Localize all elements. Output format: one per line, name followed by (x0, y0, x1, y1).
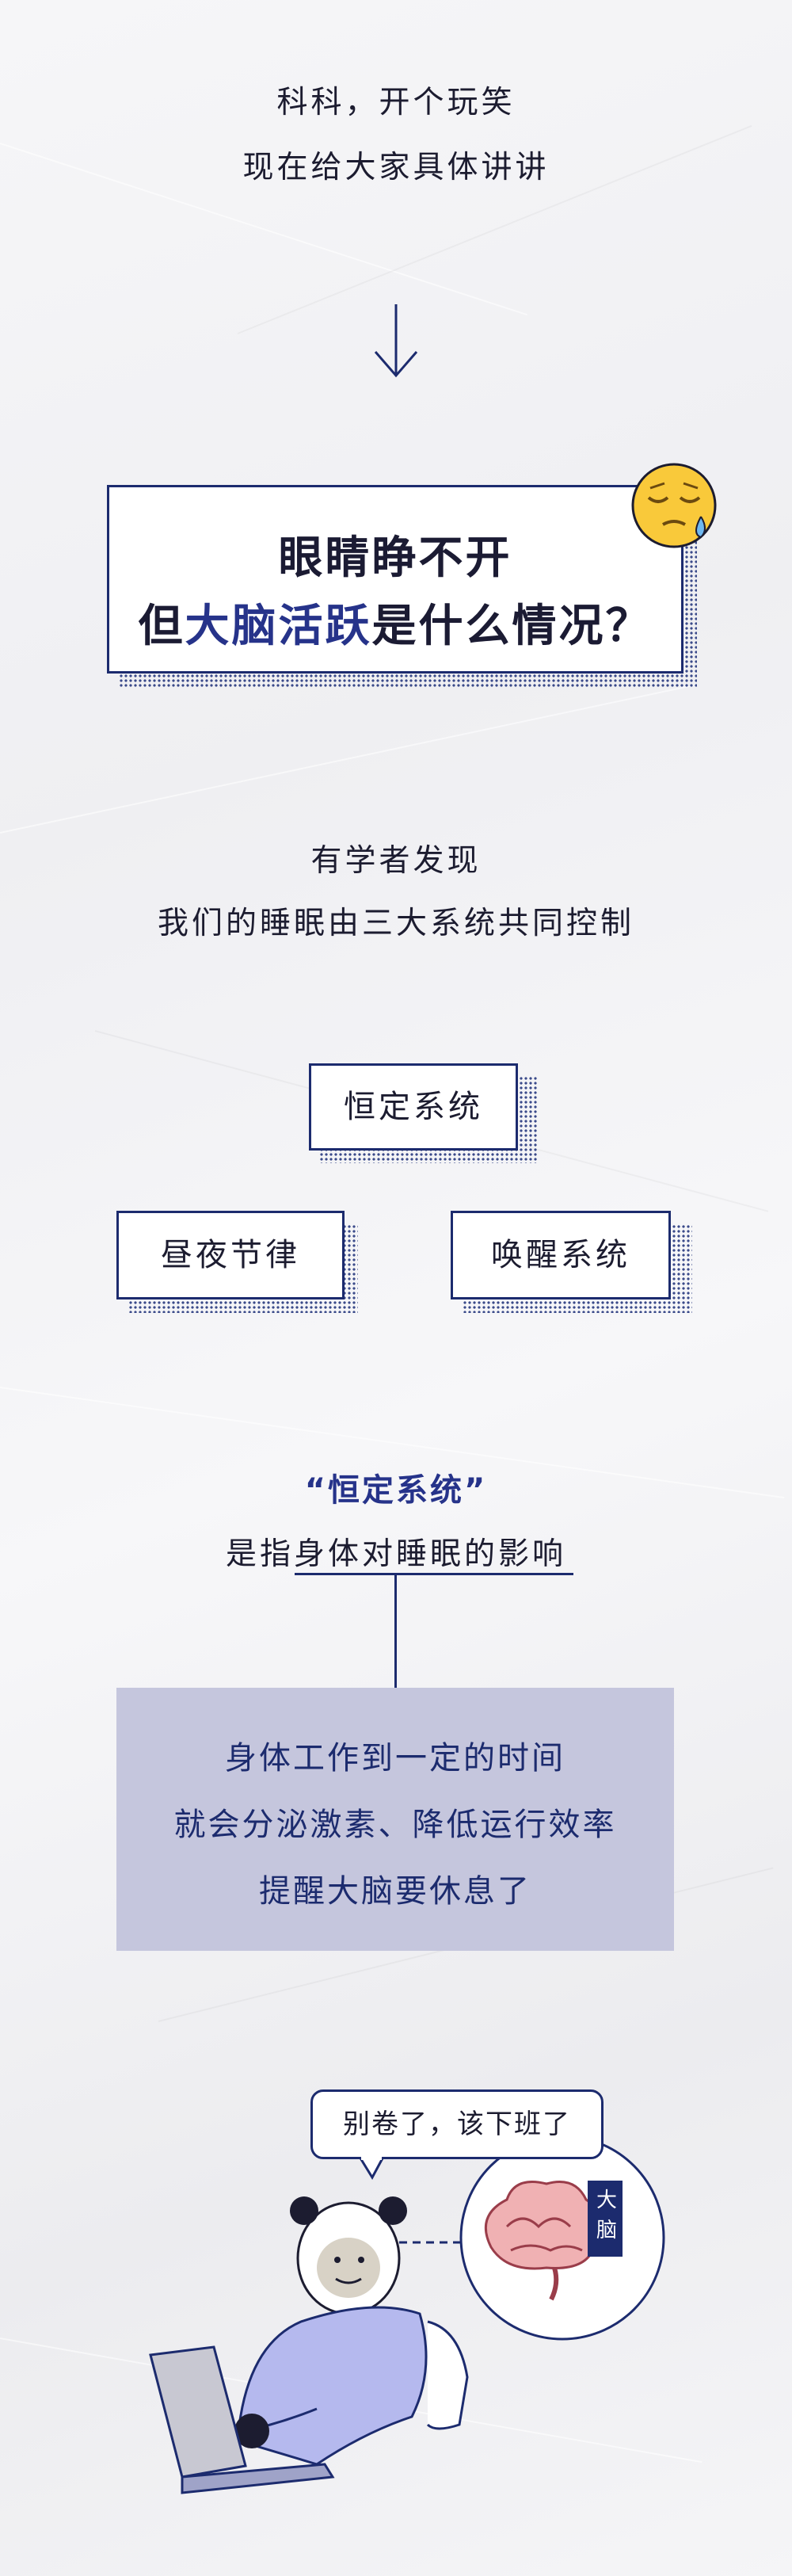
title-suffix: 是什么情况？ (371, 601, 653, 652)
title-prefix: 但 (138, 601, 185, 652)
brain-tag-bg (588, 2181, 623, 2257)
homeostatic-subtitle: 是指身体对睡眠的影响 (225, 1536, 566, 1572)
homeostatic-heading: “恒定系统” (304, 1472, 488, 1509)
connector-line (394, 1575, 397, 1688)
panda-body (236, 2306, 428, 2466)
panda-ear-left (290, 2196, 318, 2225)
intro-line-2: 现在给大家具体讲讲 (242, 150, 550, 185)
homeostatic-system-box: 恒定系统 (309, 1063, 518, 1151)
explanation-line-3: 提醒大脑要休息了 (259, 1873, 531, 1910)
panda-face (317, 2238, 380, 2298)
sleepy-face-icon (631, 463, 717, 548)
circadian-rhythm-box: 昼夜节律 (116, 1211, 345, 1299)
title-line-1: 眼睛睁不开 (278, 532, 512, 584)
subtitle-underline (295, 1573, 573, 1575)
chair (426, 2320, 469, 2430)
title-highlight: 大脑活跃 (185, 601, 372, 652)
explanation-line-1: 身体工作到一定的时间 (225, 1740, 565, 1776)
laptop (149, 2345, 247, 2479)
discovery-line-1: 有学者发现 (310, 843, 482, 879)
intro-line-1: 科科，开个玩笑 (276, 85, 516, 120)
brain-tag: 大脑 (596, 2189, 617, 2242)
brain-icon (484, 2181, 602, 2301)
down-arrow-icon (374, 304, 418, 378)
title-card: 眼睛睁不开 但大脑活跃是什么情况？ (107, 485, 683, 674)
discovery-line-2: 我们的睡眠由三大系统共同控制 (157, 906, 634, 941)
speech-bubble: 别卷了，该下班了 (310, 2089, 604, 2159)
panda-paw (234, 2414, 269, 2448)
laptop-base (181, 2463, 335, 2494)
arousal-system-box: 唤醒系统 (451, 1211, 671, 1299)
panda-ear-right (379, 2196, 407, 2225)
working-panda-illustration (149, 2135, 665, 2494)
explanation-panel: 身体工作到一定的时间 就会分泌激素、降低运行效率 提醒大脑要休息了 (116, 1688, 674, 1951)
explanation-line-2: 就会分泌激素、降低运行效率 (173, 1807, 617, 1843)
speech-bubble-tail (358, 2157, 385, 2181)
title-line-2: 但大脑活跃是什么情况？ (109, 590, 681, 654)
